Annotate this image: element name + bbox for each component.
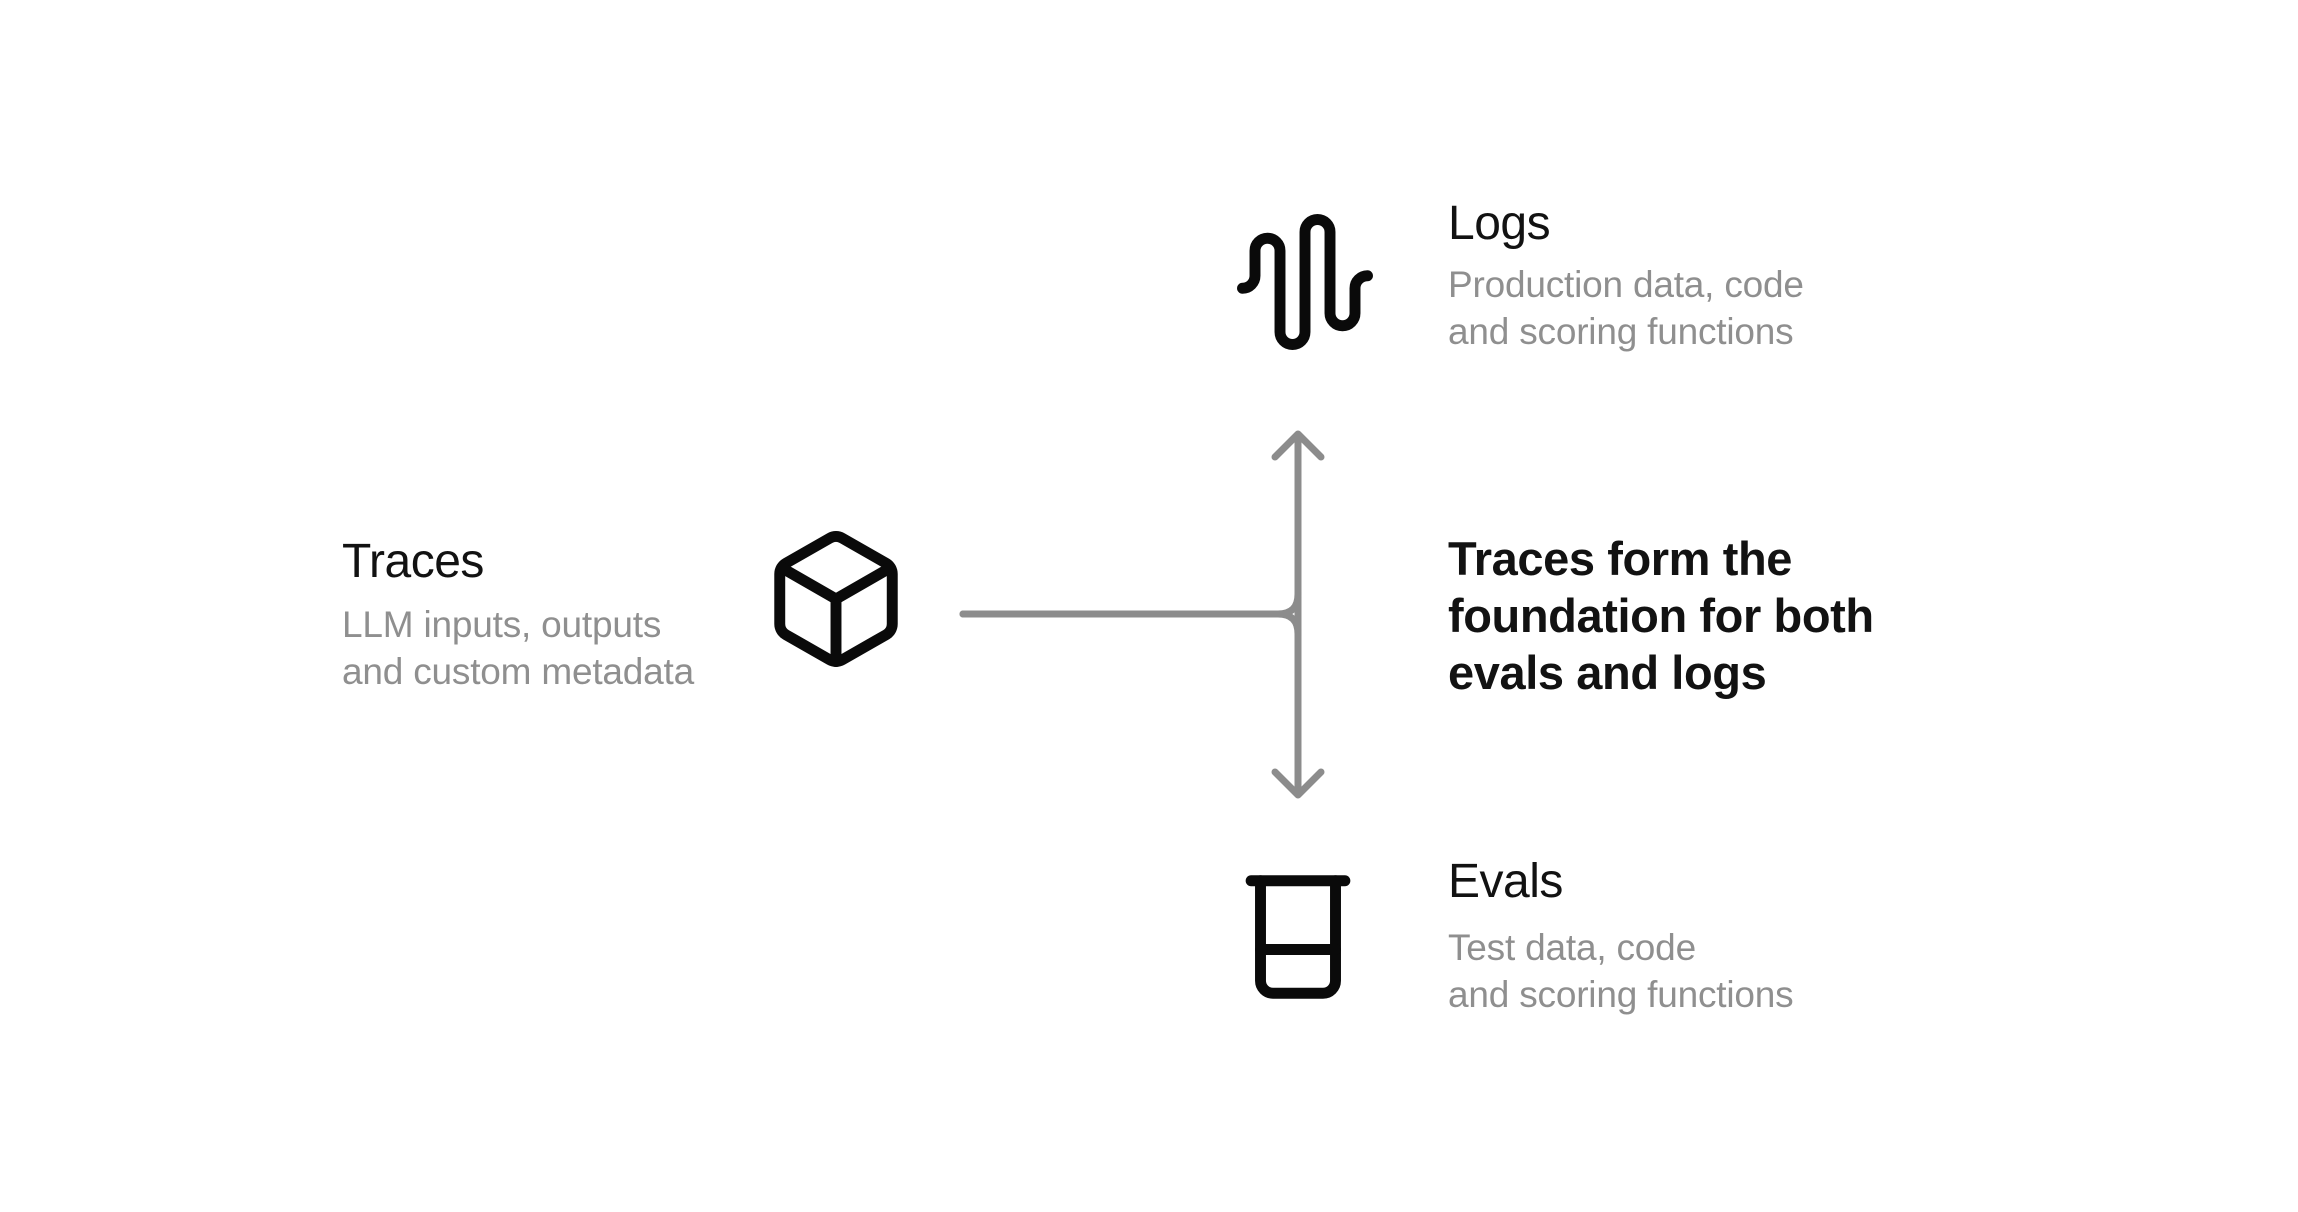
evals-subtitle-line-2: and scoring functions (1448, 974, 1794, 1015)
evals-subtitle: Test data, code and scoring functions (1448, 924, 1794, 1018)
connector-branch-down (959, 610, 1302, 638)
traces-subtitle: LLM inputs, outputs and custom metadata (342, 601, 694, 695)
traces-title: Traces (342, 535, 484, 588)
evals-subtitle-line-1: Test data, code (1448, 927, 1696, 968)
callout-line-3: evals and logs (1448, 646, 1767, 699)
callout-line-1: Traces form the (1448, 532, 1793, 585)
audio-waveform-icon (1237, 214, 1373, 350)
callout-text: Traces form the foundation for both eval… (1448, 530, 1874, 701)
logs-title: Logs (1448, 197, 1551, 250)
beaker-icon (1245, 875, 1351, 999)
traces-subtitle-line-2: and custom metadata (342, 651, 695, 692)
fork-connector (959, 430, 1325, 799)
traces-subtitle-line-1: LLM inputs, outputs (342, 604, 662, 645)
arrow-down-icon (1271, 768, 1325, 799)
logs-subtitle: Production data, code and scoring functi… (1448, 261, 1804, 355)
evals-title: Evals (1448, 855, 1563, 908)
callout-line-2: foundation for both (1448, 589, 1874, 642)
arrow-up-icon (1271, 430, 1325, 461)
box-icon (774, 531, 898, 667)
logs-subtitle-line-2: and scoring functions (1448, 311, 1794, 352)
logs-subtitle-line-1: Production data, code (1448, 264, 1804, 305)
